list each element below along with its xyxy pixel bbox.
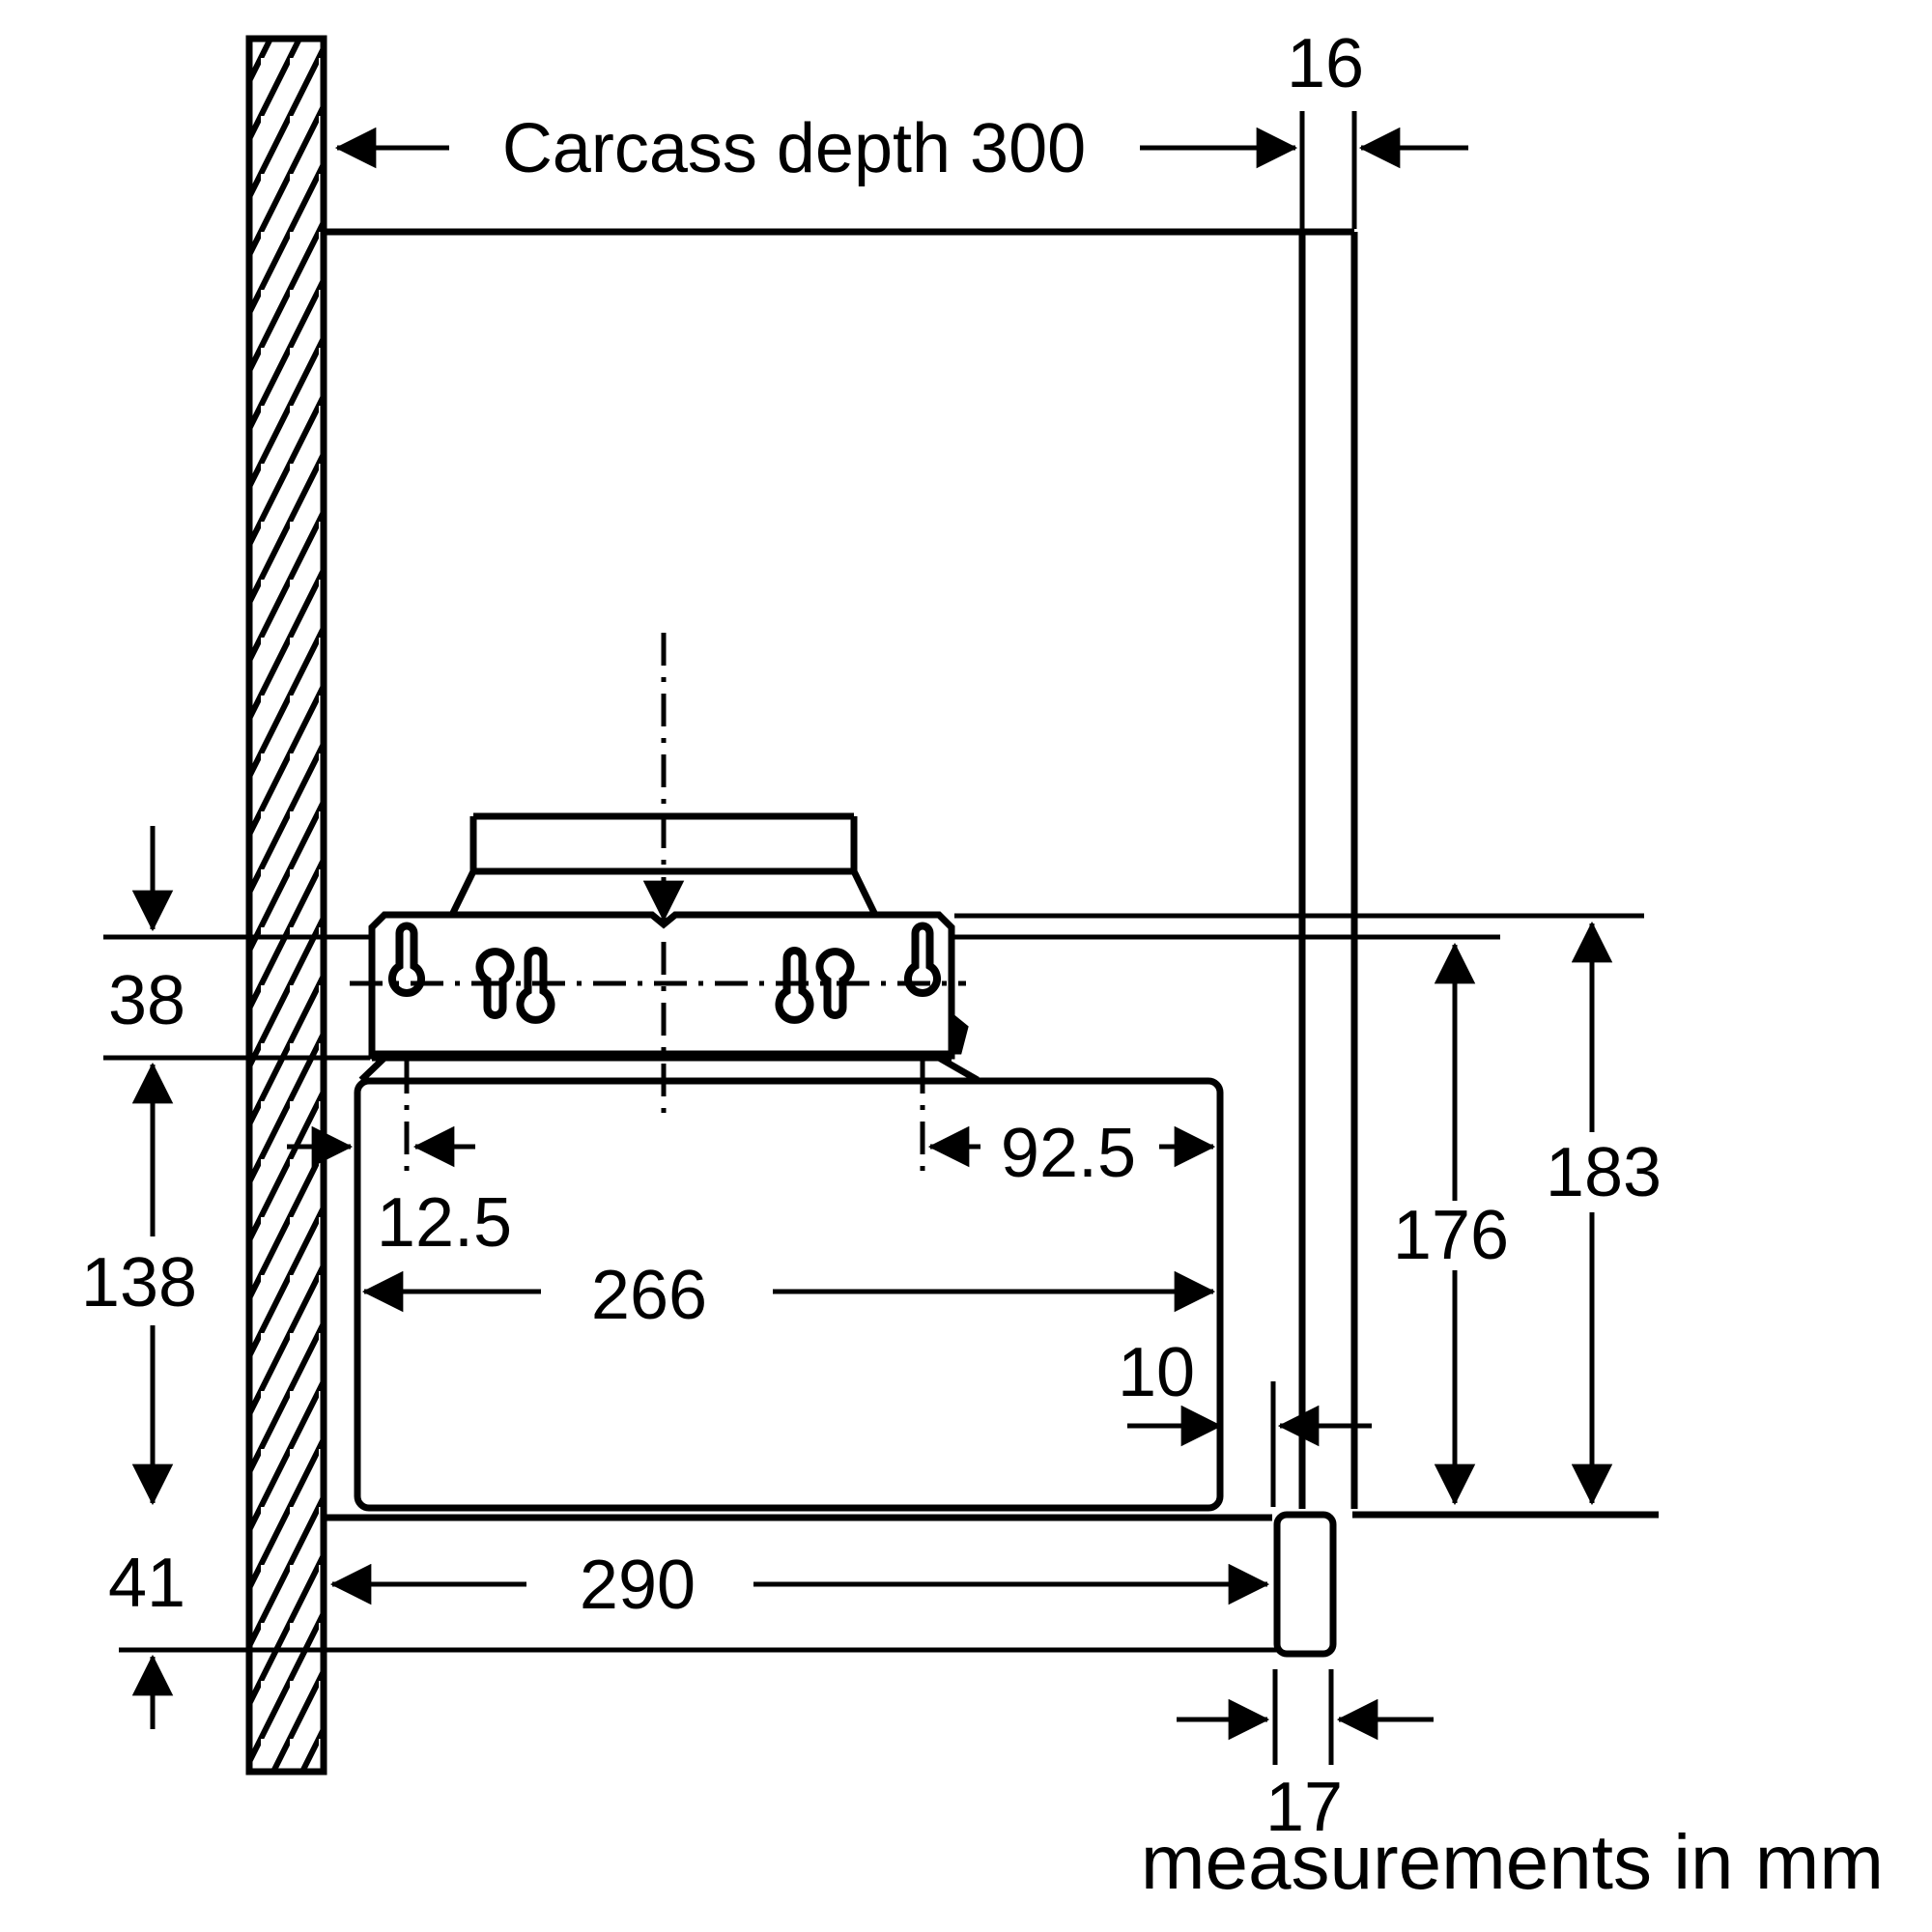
hood-body [354,1054,1224,1512]
label-92-5: 92.5 [1001,1115,1136,1192]
centerlines [350,633,966,1177]
latch-nub [950,1010,969,1055]
label-138: 138 [81,1244,197,1321]
mounting-bracket [368,911,969,1062]
label-carcass-depth: Carcass depth 300 [502,110,1086,187]
note-measurements-in-mm: measurements in mm [1141,1819,1884,1905]
keyhole-slot-left [388,922,425,997]
extension-lines [103,111,1644,1765]
cabinet-carcass [324,228,1659,1521]
label-16: 16 [1287,25,1364,102]
label-41: 41 [108,1545,185,1622]
label-38: 38 [108,962,185,1039]
label-10: 10 [1118,1334,1195,1411]
label-17: 17 [1265,1769,1343,1846]
label-183: 183 [1546,1134,1662,1211]
label-290: 290 [580,1547,696,1624]
wall-section [245,35,327,1776]
label-12-5: 12.5 [377,1184,512,1262]
dimension-labels: Carcass depth 300 16 38 138 41 12.5 92.5… [81,25,1884,1905]
door-panel [1273,1511,1337,1658]
dimension-arrows [131,127,1613,1741]
keyhole-slot-a2 [815,948,855,1019]
label-176: 176 [1393,1197,1509,1274]
label-266: 266 [591,1257,707,1334]
